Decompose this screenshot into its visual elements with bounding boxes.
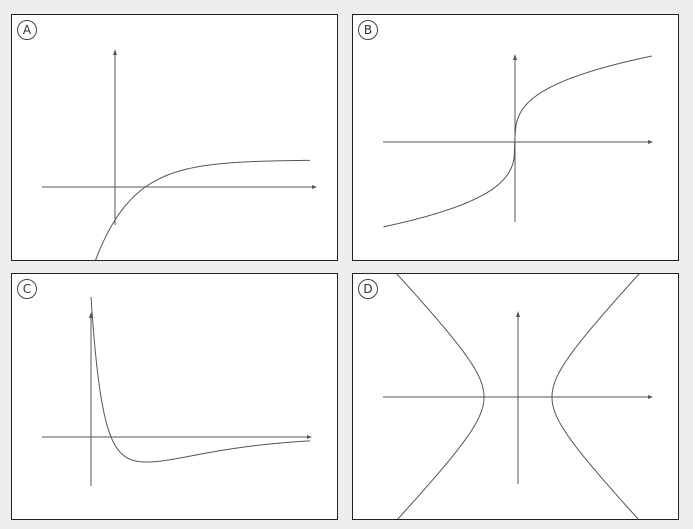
y-axis-arrow [113,49,117,55]
graph-panel-d[interactable]: D [352,273,679,520]
graph-c [42,296,312,486]
curve [383,55,653,228]
graph-d [383,274,653,519]
panel-label-d: D [358,279,378,299]
graph-b [383,54,653,228]
x-axis-arrow [307,435,312,439]
panel-label-c: C [17,279,37,299]
y-axis-arrow [513,54,517,60]
graph-panel-a[interactable]: A [11,14,338,261]
panel-label-b: B [358,20,378,40]
graph-panel-b[interactable]: B [352,14,679,261]
x-axis-arrow [648,140,653,144]
graph-a [42,49,317,260]
x-axis-arrow [648,395,653,399]
graph-panel-c[interactable]: C [11,273,338,520]
curve-left-branch [396,274,485,519]
y-axis-arrow [516,311,520,317]
curve [95,159,311,260]
curve-right-branch [551,274,640,519]
x-axis-arrow [312,185,317,189]
curve [90,296,311,463]
panel-label-a: A [17,20,37,40]
